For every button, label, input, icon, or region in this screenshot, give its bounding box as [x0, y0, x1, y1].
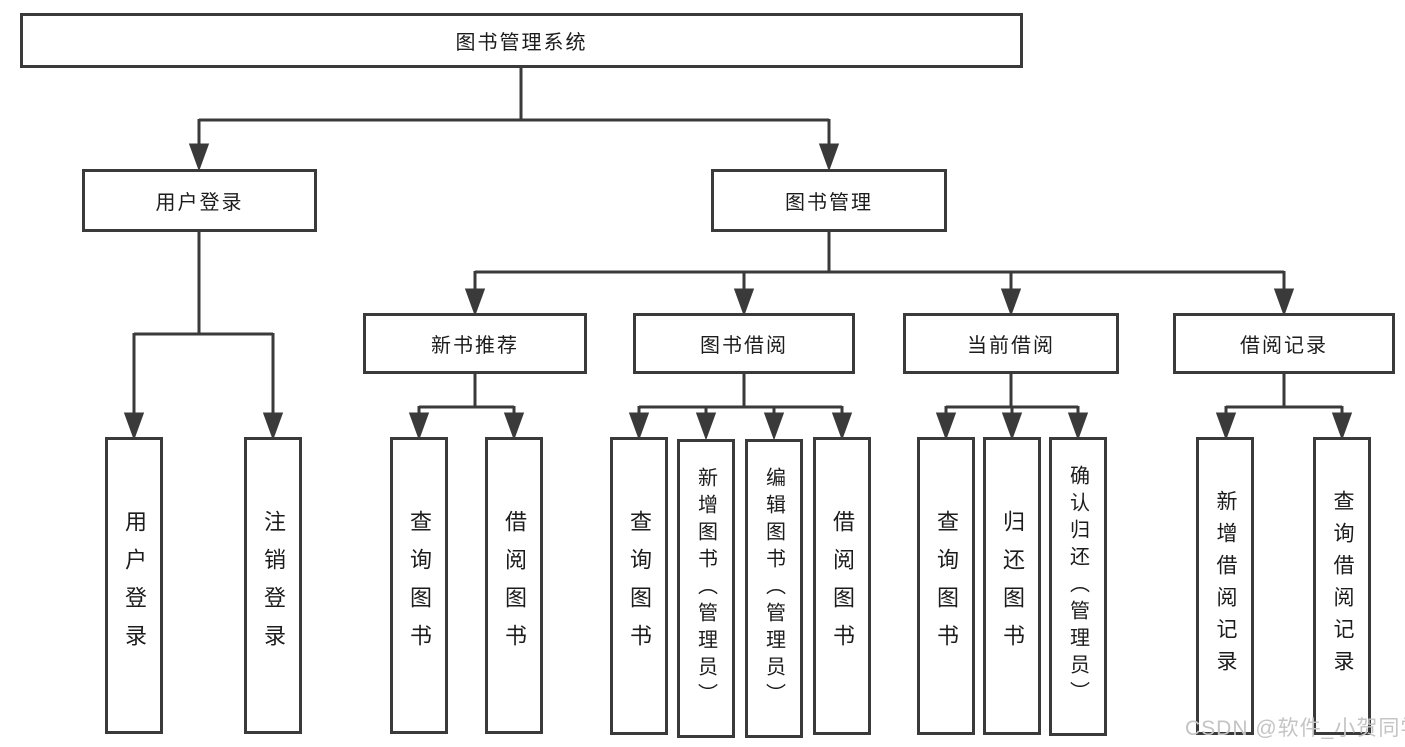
- leaf-edit-books-admin: 编辑图书（管理员）: [745, 439, 803, 738]
- node-borrow-records: 借阅记录: [1173, 313, 1395, 374]
- connector-book-borrow-to-leaves: [628, 374, 853, 441]
- node-user-login: 用户登录: [82, 169, 317, 232]
- leaf-borrow-books-borrow: 借阅图书: [813, 437, 871, 735]
- arrow-down-icon: [188, 143, 210, 172]
- arrow-down-icon: [1215, 412, 1237, 441]
- arrow-down-icon: [695, 412, 717, 441]
- connector-new-book-recommend-to-leaves: [408, 374, 525, 441]
- arrow-down-icon: [408, 412, 430, 441]
- leaf-return-books: 归还图书: [983, 437, 1041, 735]
- leaf-add-borrow-record: 新增借阅记录: [1196, 437, 1254, 735]
- leaf-confirm-return-admin: 确认归还（管理员）: [1049, 437, 1107, 736]
- arrow-down-icon: [831, 412, 853, 441]
- node-new-book-recommend: 新书推荐: [363, 313, 587, 374]
- leaf-borrow-books-recommend: 借阅图书: [485, 437, 543, 734]
- arrow-down-icon: [628, 412, 650, 441]
- connector-book-management-to-level3: [464, 232, 1295, 317]
- arrow-down-icon: [1001, 412, 1023, 441]
- leaf-query-borrow-record: 查询借阅记录: [1313, 437, 1371, 735]
- leaf-query-books-borrow: 查询图书: [610, 437, 668, 735]
- connector-root-to-level2: [188, 68, 840, 172]
- connector-user-login-to-leaves: [123, 232, 284, 441]
- connector-borrow-records-to-leaves: [1215, 374, 1353, 441]
- leaf-query-books-current: 查询图书: [917, 437, 975, 735]
- arrow-down-icon: [503, 412, 525, 441]
- arrow-down-icon: [123, 412, 145, 441]
- connector-current-borrow-to-leaves: [935, 374, 1089, 441]
- arrow-down-icon: [1331, 412, 1353, 441]
- node-book-management: 图书管理: [711, 169, 947, 232]
- arrow-down-icon: [1000, 288, 1022, 317]
- arrow-down-icon: [1067, 412, 1089, 441]
- node-current-borrow: 当前借阅: [903, 313, 1119, 374]
- arrow-down-icon: [763, 412, 785, 441]
- watermark: CSDN @软件_小贺同学: [1185, 717, 1405, 740]
- arrow-down-icon: [464, 288, 486, 317]
- leaf-query-books-recommend: 查询图书: [390, 437, 448, 734]
- arrow-down-icon: [1273, 288, 1295, 317]
- leaf-add-books-admin: 新增图书（管理员）: [677, 439, 735, 738]
- arrow-down-icon: [262, 412, 284, 441]
- arrow-down-icon: [733, 288, 755, 317]
- leaf-logout-login: 注销登录: [244, 437, 302, 734]
- node-library-management-system: 图书管理系统: [20, 13, 1023, 68]
- leaf-user-login: 用户登录: [105, 437, 163, 734]
- node-book-borrow: 图书借阅: [633, 313, 855, 374]
- arrow-down-icon: [818, 143, 840, 172]
- arrow-down-icon: [935, 412, 957, 441]
